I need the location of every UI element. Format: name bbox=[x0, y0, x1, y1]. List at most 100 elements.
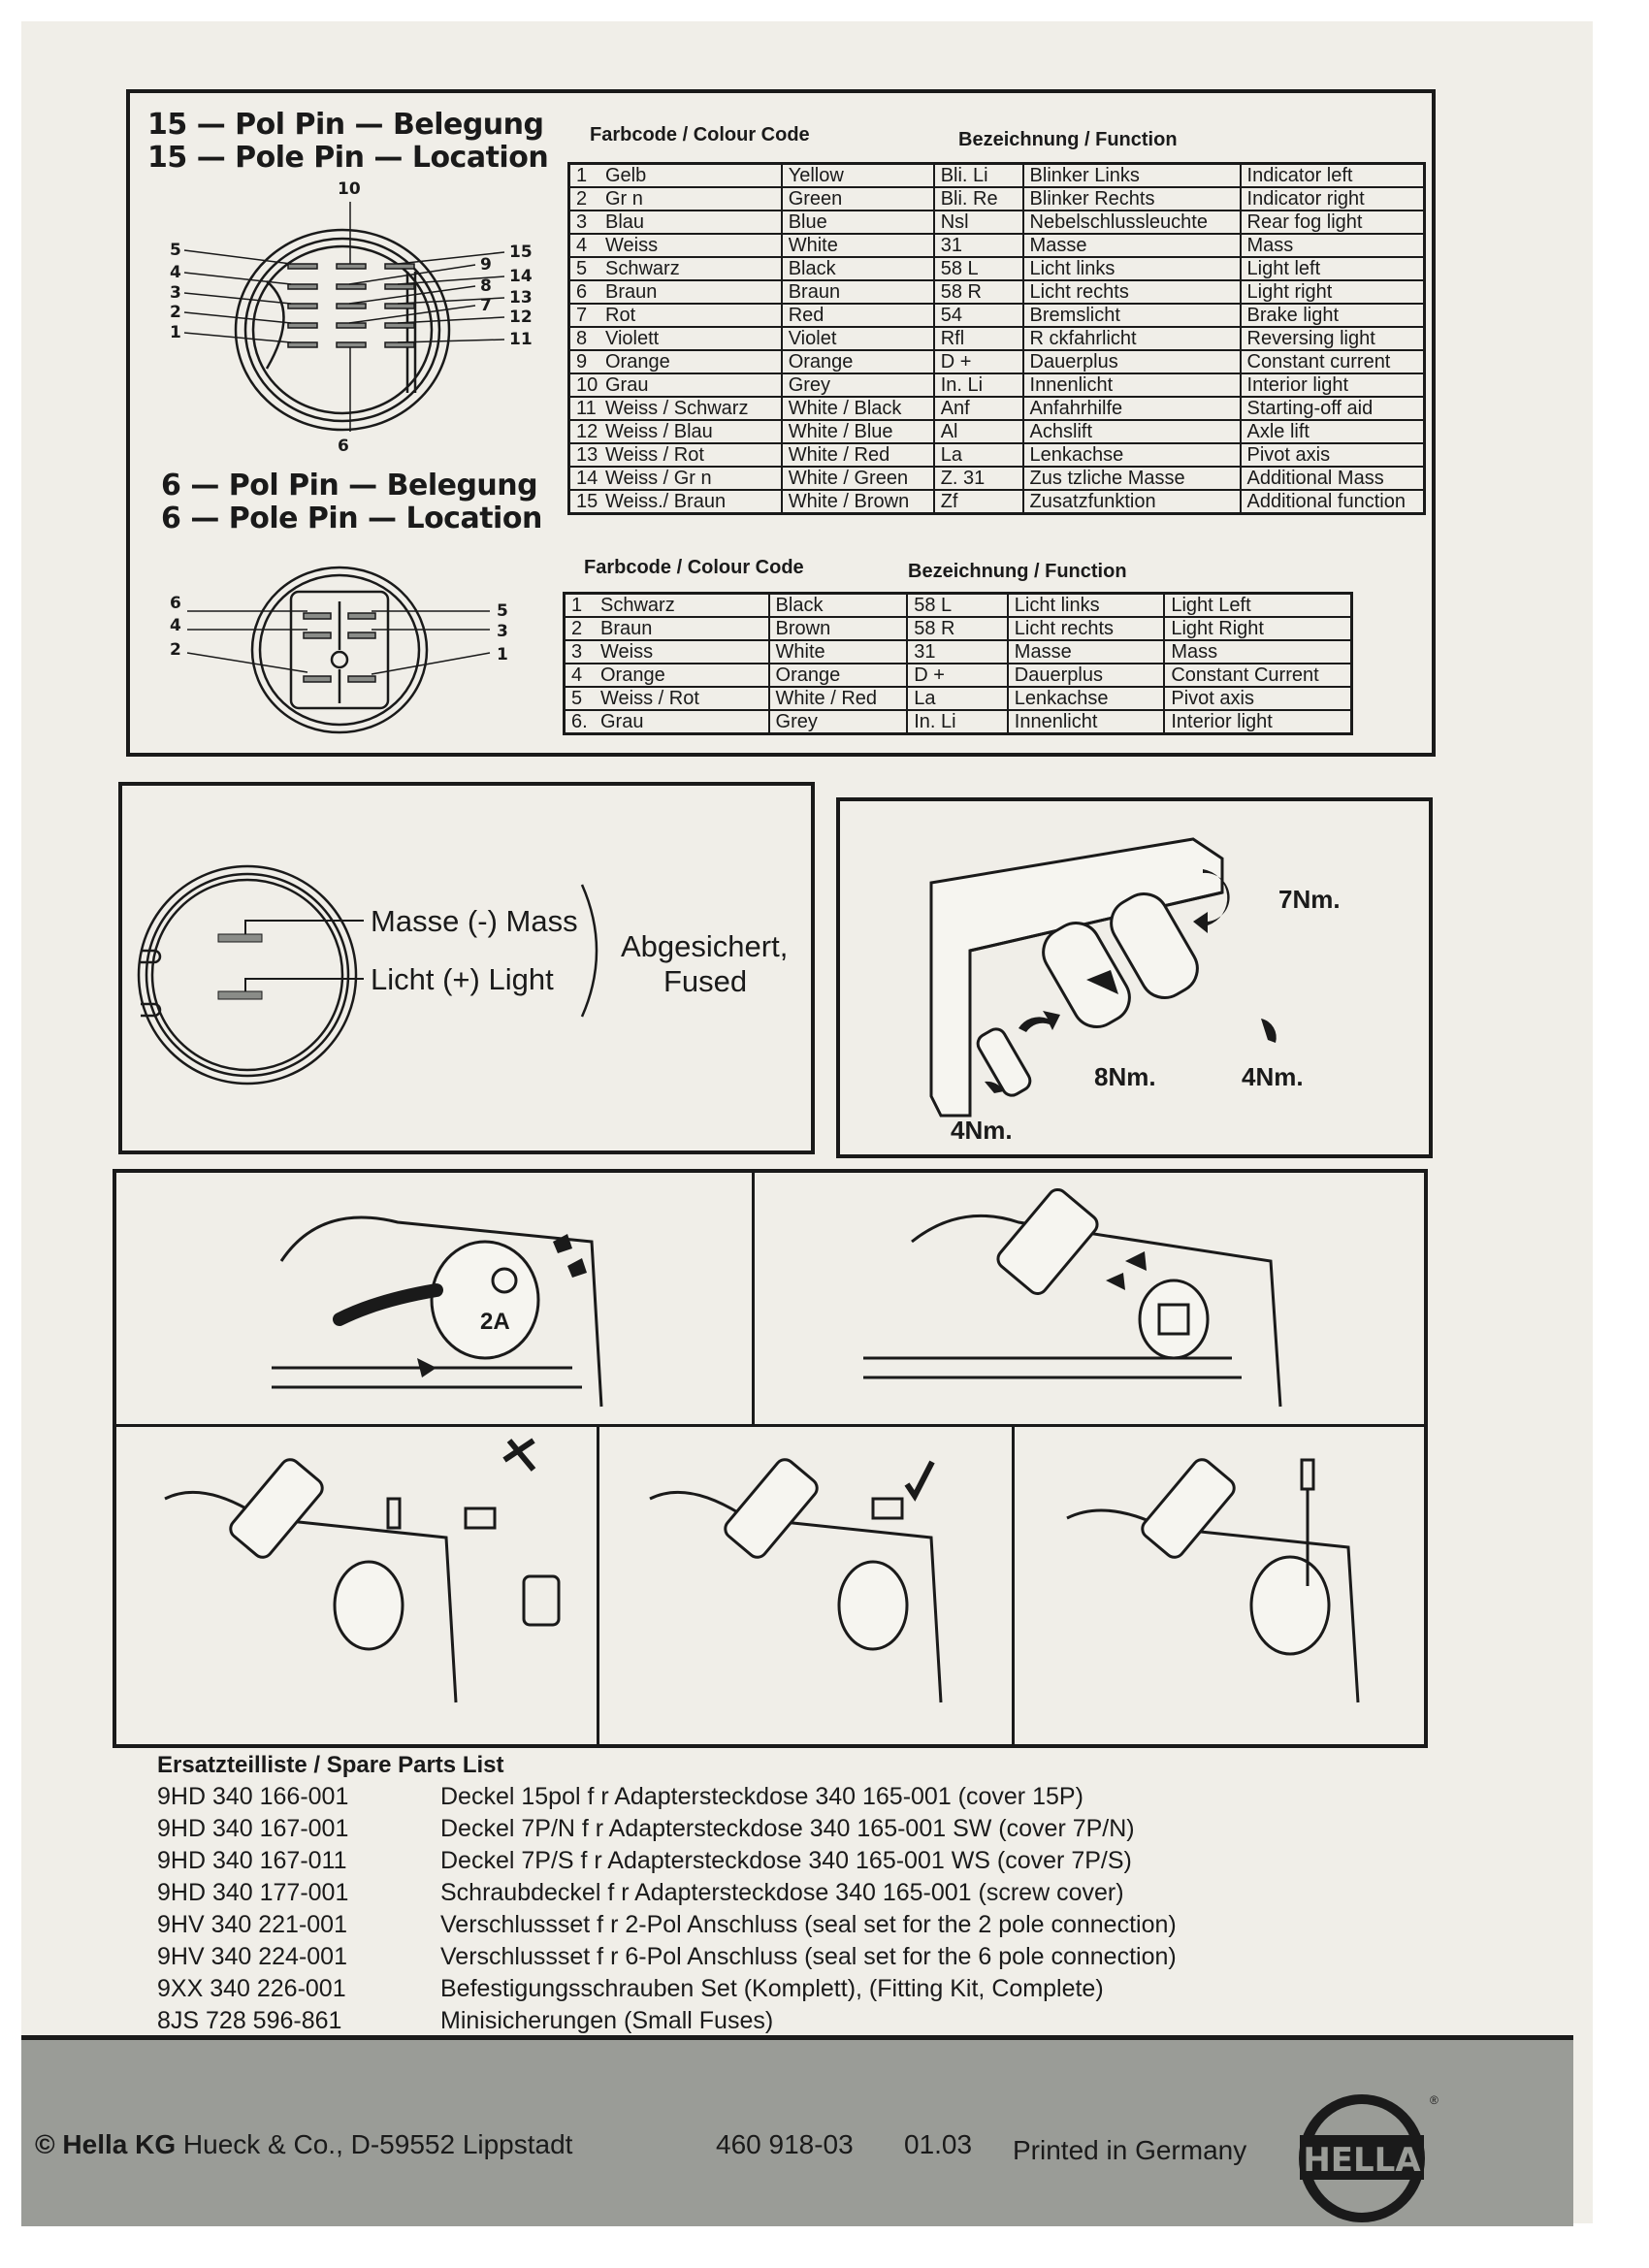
function-en-cell: Mass bbox=[1163, 639, 1353, 664]
colour-de: Blau bbox=[605, 211, 645, 233]
pin15-title-en: 15 — Pole Pin — Location bbox=[147, 141, 549, 175]
pin-label: 4 bbox=[170, 616, 181, 635]
function-de-cell: Licht rechts bbox=[1021, 279, 1242, 305]
colour-en-cell: Blue bbox=[780, 210, 935, 235]
part-number: 9HD 340 167-011 bbox=[157, 1847, 347, 1874]
colour-de: Schwarz bbox=[605, 258, 680, 279]
fuse-label: 2A bbox=[480, 1309, 510, 1335]
function-en-cell: Mass bbox=[1239, 233, 1426, 258]
function-en-cell: Light right bbox=[1239, 279, 1426, 305]
pin-contact bbox=[336, 283, 367, 290]
code-cell: Zf bbox=[932, 489, 1024, 515]
table6-colour-header: Farbcode / Colour Code bbox=[584, 557, 804, 578]
mass-label: Masse (-) Mass bbox=[371, 904, 578, 938]
code-cell: 54 bbox=[932, 303, 1024, 328]
pin-number: 1 bbox=[576, 165, 588, 186]
colour-en-cell: Black bbox=[780, 256, 935, 281]
code-cell: 58 R bbox=[932, 279, 1024, 305]
leader-line bbox=[397, 297, 505, 305]
function-en-cell: Rear fog light bbox=[1239, 210, 1426, 235]
function-en-cell: Light Left bbox=[1163, 592, 1353, 618]
pin-label: 1 bbox=[497, 645, 508, 664]
pin-contact bbox=[384, 341, 415, 348]
pin-contact bbox=[287, 263, 318, 270]
colour-en-cell: White / Blue bbox=[780, 419, 935, 444]
colour-en-cell: White / Black bbox=[780, 396, 935, 421]
pin-number: 5 bbox=[576, 258, 588, 279]
step-divider bbox=[752, 1169, 755, 1426]
function-en-cell: Constant Current bbox=[1163, 663, 1353, 688]
company-address: Hueck & Co., D-59552 Lippstadt bbox=[176, 2129, 573, 2159]
part-description: Schraubdeckel f r Adaptersteckdose 340 1… bbox=[440, 1879, 1124, 1906]
colour-en-cell: White / Brown bbox=[780, 489, 935, 515]
pin-contact bbox=[384, 263, 415, 270]
code-cell: Rfl bbox=[932, 326, 1024, 351]
leader-line bbox=[183, 292, 292, 305]
installation-steps-panel bbox=[113, 1169, 1428, 1748]
company-name: © Hella KG bbox=[35, 2129, 177, 2159]
colour-en-cell: Black bbox=[767, 592, 909, 618]
pin-number: 1 bbox=[571, 595, 583, 616]
pin-label: 15 bbox=[509, 243, 533, 262]
pin-number: 5 bbox=[571, 688, 583, 709]
step-4-correct-fuse bbox=[649, 1458, 943, 1703]
pin6-title-de: 6 — Pol Pin — Belegung bbox=[161, 469, 538, 502]
function-de-cell: Dauerplus bbox=[1006, 663, 1166, 688]
function-en-cell: Light left bbox=[1239, 256, 1426, 281]
code-cell: 31 bbox=[906, 639, 1009, 664]
pin-number: 7 bbox=[576, 305, 588, 326]
colour-de: Braun bbox=[600, 618, 653, 639]
pin-contact bbox=[384, 283, 415, 290]
step-divider bbox=[1012, 1424, 1015, 1748]
printed-in: Printed in Germany bbox=[1013, 2135, 1247, 2165]
function-de-cell: Bremslicht bbox=[1021, 303, 1242, 328]
pin-contact bbox=[336, 263, 367, 270]
code-cell: In. Li bbox=[906, 709, 1009, 735]
code-cell: La bbox=[906, 686, 1009, 711]
code-cell: D + bbox=[932, 349, 1024, 374]
pin6-title-en: 6 — Pole Pin — Location bbox=[161, 502, 542, 535]
torque-panel bbox=[836, 797, 1433, 1158]
pin-contact bbox=[287, 322, 318, 329]
colour-de-cell: 5 Weiss / Rot bbox=[563, 686, 770, 711]
pin-contact bbox=[287, 341, 318, 348]
colour-de: Orange bbox=[605, 351, 670, 373]
pin-label: 6 bbox=[170, 594, 181, 613]
pin-label: 5 bbox=[497, 601, 508, 621]
pin-contact bbox=[336, 322, 367, 329]
function-en-cell: Reversing light bbox=[1239, 326, 1426, 351]
leader-line bbox=[183, 311, 292, 324]
function-de-cell: Licht links bbox=[1021, 256, 1242, 281]
code-cell: Z. 31 bbox=[932, 466, 1024, 491]
code-cell: Bli. Li bbox=[932, 162, 1024, 188]
step-divider bbox=[113, 1424, 1428, 1427]
function-en-cell: Starting-off aid bbox=[1239, 396, 1426, 421]
pin-contact bbox=[384, 303, 415, 309]
pin-label: 5 bbox=[170, 241, 181, 260]
pin-label: 3 bbox=[497, 622, 508, 641]
colour-de: Weiss bbox=[605, 235, 659, 256]
pin-label: 2 bbox=[170, 640, 181, 660]
pin-contact bbox=[287, 303, 318, 309]
pin-number: 3 bbox=[571, 641, 583, 663]
code-cell: D + bbox=[906, 663, 1009, 688]
colour-de: Weiss / Rot bbox=[600, 688, 699, 709]
code-cell: Al bbox=[932, 419, 1024, 444]
part-description: Minisicherungen (Small Fuses) bbox=[440, 2007, 774, 2034]
pin-number: 10 bbox=[576, 374, 598, 396]
